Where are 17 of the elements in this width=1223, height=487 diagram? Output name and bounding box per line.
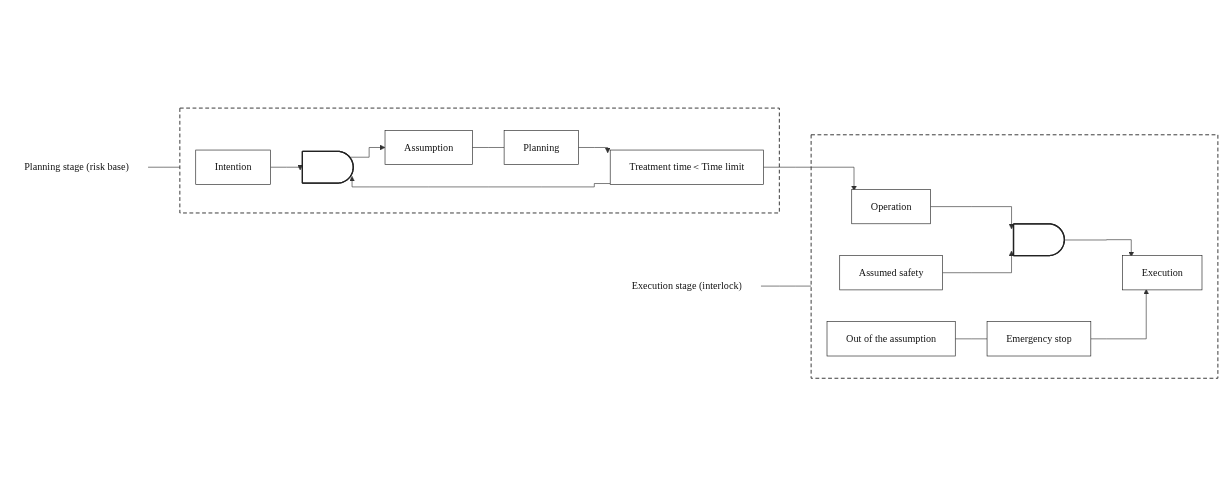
node-box: Emergency stop [986,321,1092,357]
node-box: Assumption [384,130,473,166]
node-box: Out of the assumption [826,321,956,357]
node-box: Operation [851,189,931,225]
node-box: Assumed safety [839,255,943,291]
connector [147,167,181,168]
cluster [810,134,1219,380]
cluster [179,107,780,214]
node-text: Execution stage (interlock) [631,280,742,292]
node-text: Planning stage (risk base) [24,161,129,173]
connector [472,147,505,149]
node-box: Treatment time＜Time limit [609,150,764,185]
node-box: Planning [503,130,579,166]
connector [760,286,812,287]
node-box: Execution [1122,255,1203,291]
connector [954,338,988,340]
node-box: Intention [195,150,271,185]
